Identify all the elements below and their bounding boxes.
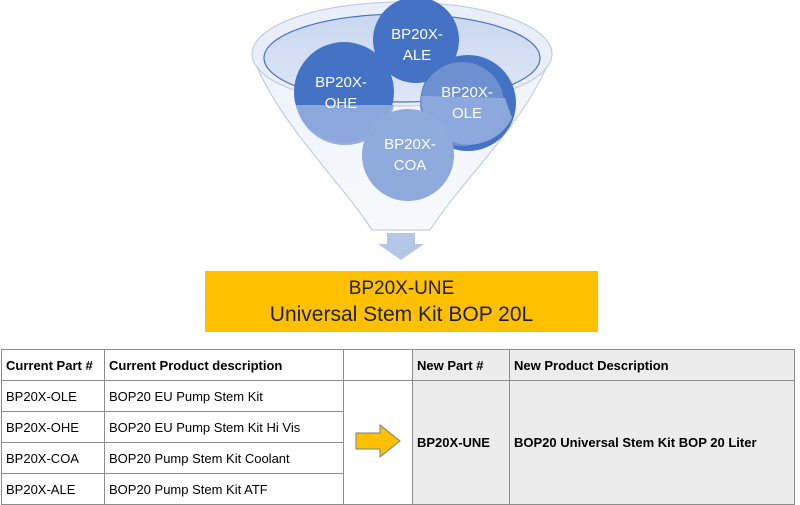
label-coa: BP20X- COA — [379, 134, 441, 176]
result-description: Universal Stem Kit BOP 20L — [269, 303, 534, 326]
label-ale-line2: ALE — [402, 47, 432, 64]
label-ohe-line2: OHE — [324, 95, 358, 112]
label-ohe-line1: BP20X- — [315, 74, 367, 91]
label-ohe: BP20X- OHE — [310, 72, 372, 114]
header-current-desc: Current Product description — [104, 349, 344, 381]
cell-part: BP20X-OHE — [1, 411, 105, 443]
header-arrow-blank — [343, 349, 413, 381]
header-new-part: New Part # — [412, 349, 510, 381]
label-ale: BP20X- ALE — [386, 24, 448, 66]
cell-new-part: BP20X-UNE — [412, 380, 510, 505]
cell-part: BP20X-OLE — [1, 380, 105, 412]
header-new-desc: New Product Description — [509, 349, 795, 381]
circle-ole-front — [420, 62, 504, 146]
table-row: BP20X-OLE BOP20 EU Pump Stem Kit BP20X-U… — [1, 380, 795, 505]
circle-ale — [373, 0, 459, 83]
result-part-number: BP20X-UNE — [348, 278, 455, 299]
result-box: BP20X-UNE Universal Stem Kit BOP 20L — [205, 271, 598, 332]
table-row: BP20X-OHE BOP20 EU Pump Stem Kit Hi Vis — [1, 411, 795, 443]
label-coa-line1: BP20X- — [384, 136, 436, 153]
label-coa-line2: COA — [393, 157, 427, 174]
cell-new-desc: BOP20 Universal Stem Kit BOP 20 Liter — [509, 380, 795, 505]
cell-desc: BOP20 EU Pump Stem Kit — [104, 380, 344, 412]
table-row: BP20X-COA BOP20 Pump Stem Kit Coolant — [1, 442, 795, 474]
label-ole-line2: OLE — [451, 105, 482, 122]
parts-table: Current Part # Current Product descripti… — [1, 349, 795, 505]
label-ole-line1: BP20X- — [441, 84, 493, 101]
right-arrow-icon — [355, 423, 401, 459]
down-arrow — [378, 233, 424, 260]
header-current-part: Current Part # — [1, 349, 105, 381]
cell-desc: BOP20 EU Pump Stem Kit Hi Vis — [104, 411, 344, 443]
label-ole: BP20X- OLE — [436, 82, 498, 124]
label-ale-line1: BP20X- — [391, 26, 443, 43]
cell-part: BP20X-ALE — [1, 473, 105, 505]
table-header-row: Current Part # Current Product descripti… — [1, 349, 795, 381]
funnel-diagram — [251, 0, 553, 260]
table-row: BP20X-ALE BOP20 Pump Stem Kit ATF — [1, 473, 795, 505]
arrow-cell — [343, 380, 413, 505]
cell-desc: BOP20 Pump Stem Kit ATF — [104, 473, 344, 505]
cell-desc: BOP20 Pump Stem Kit Coolant — [104, 442, 344, 474]
cell-part: BP20X-COA — [1, 442, 105, 474]
